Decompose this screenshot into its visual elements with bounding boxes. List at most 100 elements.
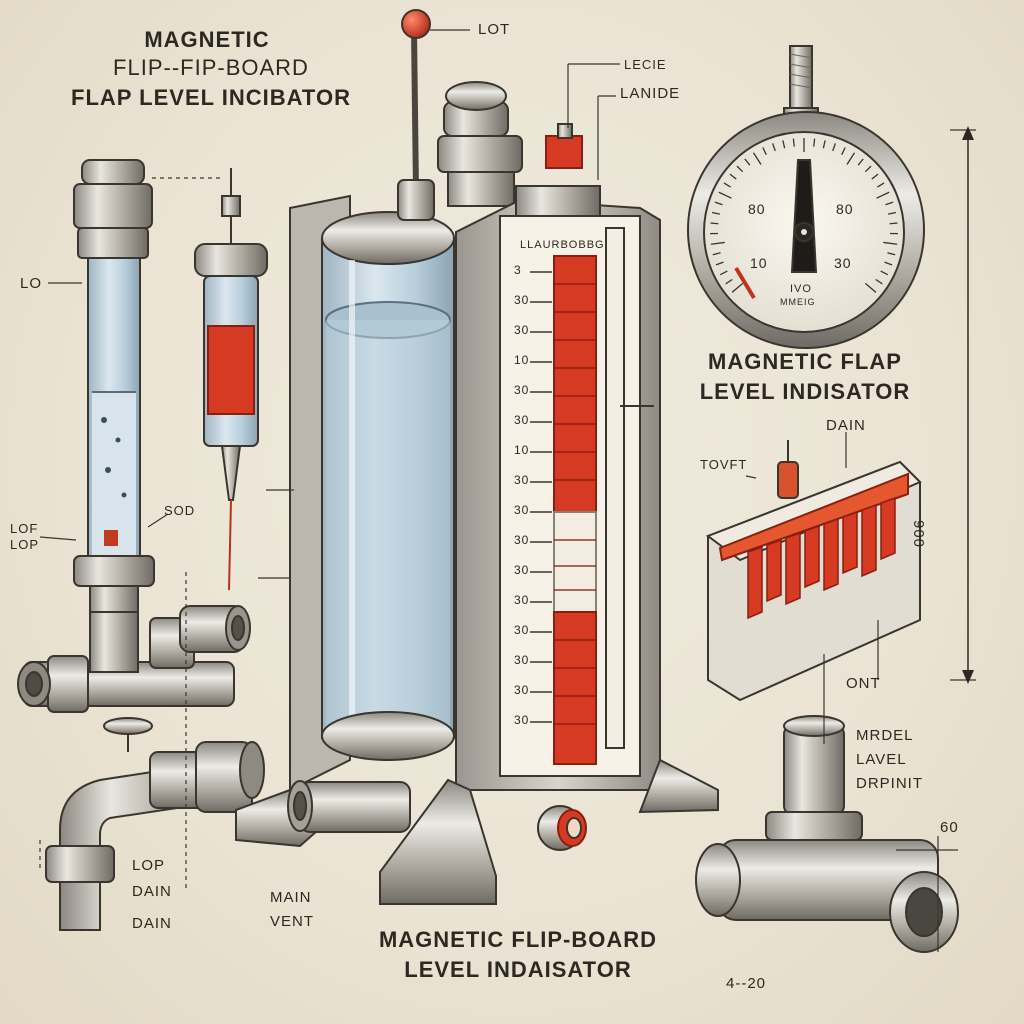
gauge-tick xyxy=(729,173,737,180)
callout-lop-drain: LOP xyxy=(132,857,166,874)
module-flap xyxy=(823,517,839,592)
scale-label: 30 xyxy=(514,683,530,697)
gauge-tick xyxy=(846,152,856,165)
red-flaps-lower xyxy=(553,611,597,765)
dimension-label: 900 xyxy=(910,520,927,549)
callout-model-3: DRPINIT xyxy=(856,775,923,792)
gauge-face-text-2: MMEIG xyxy=(780,297,816,307)
module-red-pin xyxy=(777,461,799,499)
callout-lo-left: LO xyxy=(20,275,43,292)
gauge-needle xyxy=(790,159,818,273)
callout-main: MAIN xyxy=(270,889,312,906)
gauge-tick xyxy=(832,143,836,152)
gauge-tick xyxy=(772,143,776,152)
gauge-tick xyxy=(875,278,883,285)
callout-lecie: LECIE xyxy=(624,57,667,72)
scale-label: 30 xyxy=(514,593,530,607)
callout-sixty: 60 xyxy=(940,819,959,836)
drain-valve-handle xyxy=(103,717,153,735)
gauge-tick xyxy=(714,201,723,206)
scale-header: LLAURBOBBG xyxy=(520,239,605,251)
float-red-marker xyxy=(207,325,255,415)
gauge-tick xyxy=(864,165,872,173)
sight-glass-bottom-fitting xyxy=(73,555,155,587)
main-outlet-pipe xyxy=(299,781,411,833)
sight-glass-top-cap xyxy=(81,159,145,185)
gauge-tick xyxy=(813,138,816,147)
callout-dain-2: DAIN xyxy=(132,915,172,932)
scale-label: 30 xyxy=(514,533,530,547)
gauge-tick xyxy=(822,140,826,149)
title-bottom-line2: LEVEL INDAISATOR xyxy=(404,957,632,982)
gauge-tick xyxy=(876,191,890,199)
gauge-tick xyxy=(719,270,728,276)
scale-label: 30 xyxy=(514,563,530,577)
scale-label: 30 xyxy=(514,503,530,517)
bottom-number: 4--20 xyxy=(726,975,767,992)
dimension-arrow-down-icon xyxy=(962,670,974,684)
scale-ticks xyxy=(530,271,552,723)
gauge-tick xyxy=(884,261,893,266)
gauge-tick xyxy=(885,201,894,206)
main-chamber-top xyxy=(321,211,455,265)
callout-dain-right: DAIN xyxy=(826,417,866,434)
title-bottom-line1: MAGNETIC FLIP-BOARD xyxy=(378,927,658,952)
gauge-tick xyxy=(710,222,719,225)
gauge-tick xyxy=(752,152,762,165)
gauge-tick xyxy=(731,282,744,293)
gauge-tick xyxy=(723,182,732,188)
gauge-tick xyxy=(841,147,846,155)
scale-label: 3 xyxy=(514,263,522,277)
gauge-label-tl: 80 xyxy=(748,201,766,217)
gauge-tick xyxy=(736,165,744,173)
white-flaps xyxy=(553,511,597,613)
module-flap xyxy=(842,510,858,575)
module-flap xyxy=(880,496,896,561)
callout-model-2: LAVEL xyxy=(856,751,907,768)
float-chamber xyxy=(194,168,268,591)
title-right-line2: LEVEL INDISATOR xyxy=(699,379,911,404)
scale-label: 30 xyxy=(514,383,530,397)
main-chamber xyxy=(235,9,719,905)
scale-label: 30 xyxy=(514,623,530,637)
gauge-tick xyxy=(711,211,721,215)
scale-label: 30 xyxy=(514,413,530,427)
module-flap xyxy=(861,503,877,578)
gauge-tick xyxy=(744,158,751,166)
base-foot xyxy=(379,778,497,905)
gauge-tick xyxy=(792,138,795,147)
top-red-block xyxy=(545,135,583,169)
title-top-left-line1: MAGNETIC xyxy=(144,27,270,52)
title-top-left-line3: FLAP LEVEL INCIBATOR xyxy=(71,85,351,110)
title-right-line1: MAGNETIC FLAP xyxy=(708,349,902,374)
callout-lot: LOT xyxy=(478,21,511,38)
gauge-tick xyxy=(864,282,877,293)
gauge-tick xyxy=(857,158,864,166)
callout-sod: SOD xyxy=(164,503,196,518)
gauge-tick xyxy=(712,252,721,256)
callout-model-1: MRDEL xyxy=(856,727,914,744)
scale-label: 10 xyxy=(514,443,530,457)
scale-label: 30 xyxy=(514,323,530,337)
scale-label: 30 xyxy=(514,713,530,727)
gauge-label-bl: 10 xyxy=(750,255,768,271)
lever-red-ball-icon xyxy=(401,9,431,39)
module-flap xyxy=(766,538,782,603)
gauge-label-br: 30 xyxy=(834,255,852,271)
gauge-tick xyxy=(710,241,725,245)
callout-lanide: LANIDE xyxy=(620,85,681,102)
sight-glass-assembly xyxy=(17,159,265,931)
leader-lines xyxy=(39,29,976,952)
sight-glass-liquid xyxy=(92,392,136,556)
title-top-left-line2: FLIP--FIP-BOARD xyxy=(113,55,309,80)
gauge-face-text-1: IVO xyxy=(790,283,812,295)
callout-dain-1: DAIN xyxy=(132,883,172,900)
callout-lop-small: LOP xyxy=(10,537,40,552)
module-flap xyxy=(804,524,820,589)
scale-label: 30 xyxy=(514,473,530,487)
gauge-tick xyxy=(876,182,885,188)
tee-fitting xyxy=(695,715,959,953)
module-flap xyxy=(747,545,763,620)
gauge-tick xyxy=(718,191,732,199)
